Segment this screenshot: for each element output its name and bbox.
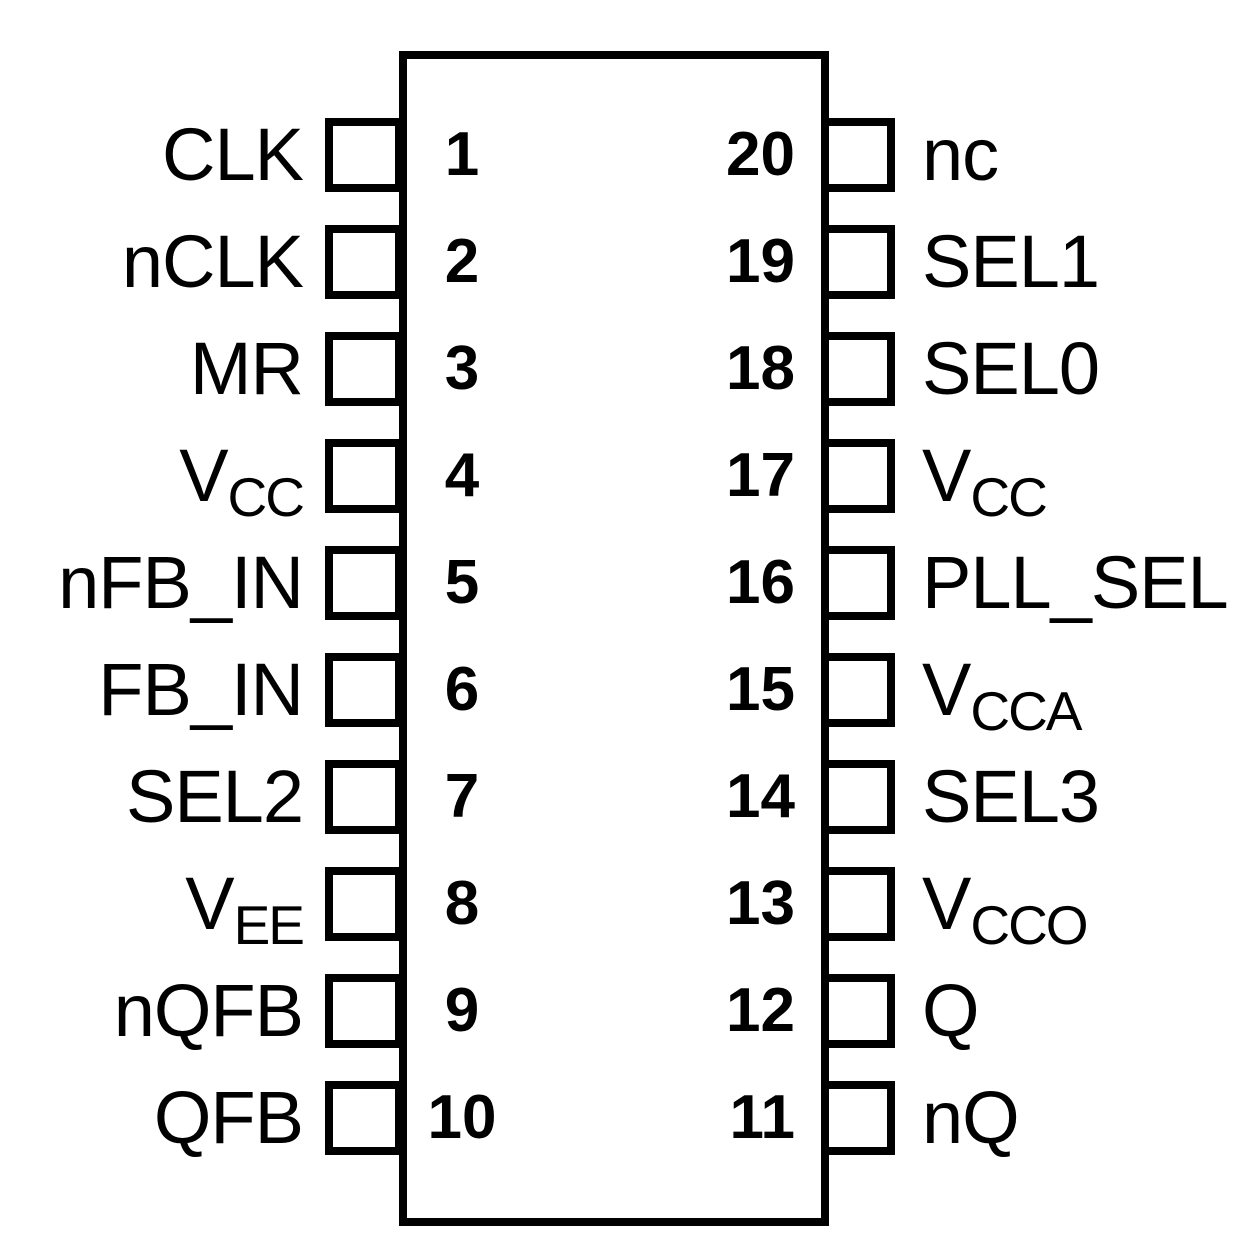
pin-lead-box-15	[821, 653, 895, 727]
pin-number-10: 10	[427, 1083, 497, 1152]
pin-lead-box-10	[325, 1081, 403, 1155]
pin-lead-box-9	[325, 974, 403, 1048]
pin-number-11: 11	[729, 1083, 795, 1152]
pin-label-sel1: SEL1	[922, 225, 1256, 299]
pin-row-2-19: nCLK 2 19 SEL1	[0, 225, 1256, 299]
pin-row-10-11: QFB 10 11 nQ	[0, 1081, 1256, 1155]
pin-lead-box-17	[821, 439, 895, 513]
pin-label-nqfb: nQFB	[0, 974, 304, 1048]
pin-row-6-15: FB_IN 6 15 VCCA	[0, 653, 1256, 743]
pin-row-8-13: VEE 8 13 VCCO	[0, 867, 1256, 957]
pin-number-12: 12	[726, 976, 795, 1045]
pin-row-9-12: nQFB 9 12 Q	[0, 974, 1256, 1048]
pin-number-3: 3	[444, 334, 480, 403]
pin-label-text: V	[922, 862, 971, 945]
pin-label-subscript: CC	[227, 466, 305, 528]
pin-number-13: 13	[726, 869, 795, 938]
pin-lead-box-5	[325, 546, 403, 620]
pin-number-6: 6	[444, 655, 480, 724]
pin-label-text: MR	[189, 327, 304, 410]
pin-label-text: nc	[922, 113, 999, 196]
pin-label-vcc-left: VCC	[0, 439, 305, 529]
pin-label-subscript: EE	[233, 894, 305, 956]
pin-label-vcco: VCCO	[922, 867, 1256, 957]
pin-number-1: 1	[444, 120, 480, 189]
pin-label-fb-in: FB_IN	[0, 653, 304, 727]
pin-label-text: Q	[922, 969, 980, 1052]
pin-label-vee: VEE	[0, 867, 305, 957]
pin-lead-box-16	[821, 546, 895, 620]
pin-lead-box-7	[325, 760, 403, 834]
pin-label-text: nQFB	[113, 969, 304, 1052]
pin-lead-box-19	[821, 225, 895, 299]
pin-lead-box-3	[325, 332, 403, 406]
pin-row-4-17: VCC 4 17 VCC	[0, 439, 1256, 529]
pin-label-text: V	[185, 862, 234, 945]
pin-label-subscript: CC	[970, 466, 1047, 528]
pin-label-text: FB_IN	[98, 648, 304, 731]
pin-number-14: 14	[726, 762, 795, 831]
pin-number-5: 5	[444, 548, 480, 617]
pin-label-vcca: VCCA	[922, 653, 1256, 743]
pin-label-text: V	[922, 648, 971, 731]
pin-lead-box-18	[821, 332, 895, 406]
pin-number-15: 15	[726, 655, 795, 724]
pin-lead-box-4	[325, 439, 403, 513]
pin-lead-box-2	[325, 225, 403, 299]
pin-number-20: 20	[726, 120, 795, 189]
pin-number-4: 4	[444, 441, 480, 510]
pin-label-text: SEL0	[922, 327, 1100, 410]
pin-number-19: 19	[726, 227, 795, 296]
pin-lead-box-13	[821, 867, 895, 941]
pin-label-text: CLK	[162, 113, 304, 196]
pin-label-text: nCLK	[121, 220, 304, 303]
pin-number-17: 17	[726, 441, 795, 510]
pin-number-7: 7	[444, 762, 480, 831]
pin-row-3-18: MR 3 18 SEL0	[0, 332, 1256, 406]
pin-label-sel2: SEL2	[0, 760, 304, 834]
pin-label-text: nQ	[922, 1076, 1020, 1159]
pin-label-text: V	[922, 434, 971, 517]
pin-label-text: nFB_IN	[58, 541, 304, 624]
pin-label-subscript: CCA	[970, 680, 1082, 742]
pin-label-pll-sel: PLL_SEL	[922, 546, 1256, 620]
pin-label-nc: nc	[922, 118, 1256, 192]
pin-label-q: Q	[922, 974, 1256, 1048]
pin-lead-box-8	[325, 867, 403, 941]
pin-label-mr: MR	[0, 332, 304, 406]
pin-label-sel0: SEL0	[922, 332, 1256, 406]
pin-lead-box-1	[325, 118, 403, 192]
pin-lead-box-6	[325, 653, 403, 727]
pin-number-2: 2	[444, 227, 480, 296]
pin-label-nclk: nCLK	[0, 225, 304, 299]
pin-label-nfb-in: nFB_IN	[0, 546, 304, 620]
pin-label-sel3: SEL3	[922, 760, 1256, 834]
pin-label-text: SEL2	[125, 755, 304, 838]
pin-row-5-16: nFB_IN 5 16 PLL_SEL	[0, 546, 1256, 620]
pin-row-1-20: CLK 1 20 nc	[0, 118, 1256, 192]
pin-label-text: QFB	[153, 1076, 304, 1159]
pin-number-18: 18	[726, 334, 795, 403]
pin-label-text: SEL1	[922, 220, 1100, 303]
pin-label-qfb: QFB	[0, 1081, 304, 1155]
pin-label-vcc-right: VCC	[922, 439, 1256, 529]
pin-number-16: 16	[726, 548, 795, 617]
pin-lead-box-11	[821, 1081, 895, 1155]
pin-number-8: 8	[444, 869, 480, 938]
pin-row-7-14: SEL2 7 14 SEL3	[0, 760, 1256, 834]
chip-body-outline	[399, 51, 829, 1226]
pin-lead-box-12	[821, 974, 895, 1048]
pin-label-text: PLL_SEL	[922, 541, 1229, 624]
pin-label-subscript: CCO	[970, 894, 1088, 956]
pin-label-text: V	[179, 434, 228, 517]
pin-label-nq: nQ	[922, 1081, 1256, 1155]
pin-lead-box-14	[821, 760, 895, 834]
pin-lead-box-20	[821, 118, 895, 192]
pin-label-clk: CLK	[0, 118, 304, 192]
pin-number-9: 9	[444, 976, 480, 1045]
pin-label-text: SEL3	[922, 755, 1100, 838]
